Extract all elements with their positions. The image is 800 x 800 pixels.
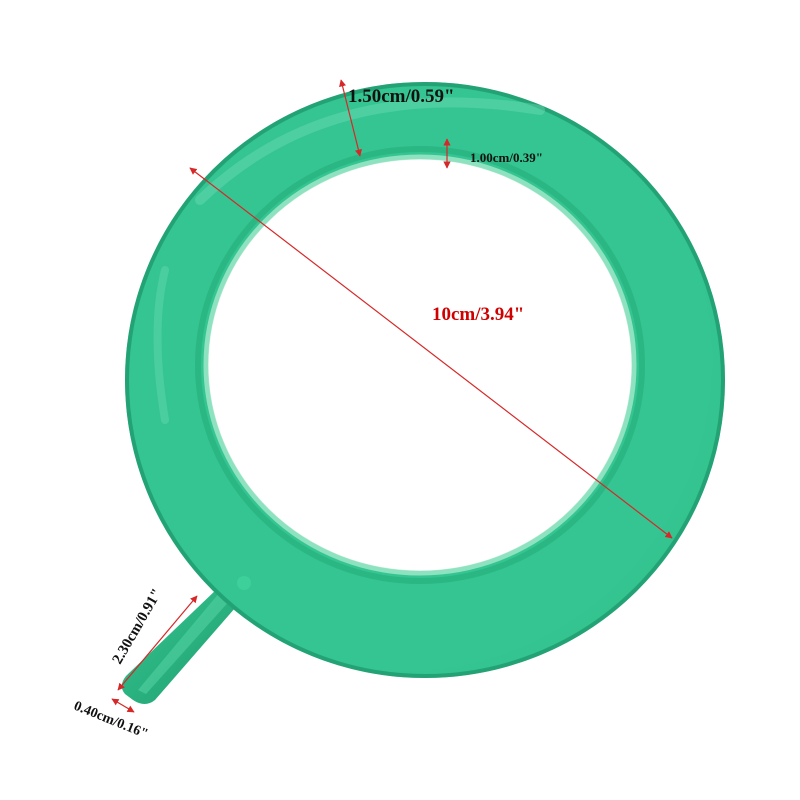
inlet-length-arrow xyxy=(117,595,198,691)
outer-diameter-label: 10cm/3.94" xyxy=(432,304,524,325)
ring-width-arrow xyxy=(339,79,362,157)
outer-diameter-arrow xyxy=(189,167,673,539)
ring-width-label: 1.50cm/0.59" xyxy=(348,86,455,107)
ring-thickness-label: 1.00cm/0.39" xyxy=(470,150,543,165)
dimension-arrows xyxy=(111,79,673,713)
inlet-diameter-arrow xyxy=(111,698,135,713)
